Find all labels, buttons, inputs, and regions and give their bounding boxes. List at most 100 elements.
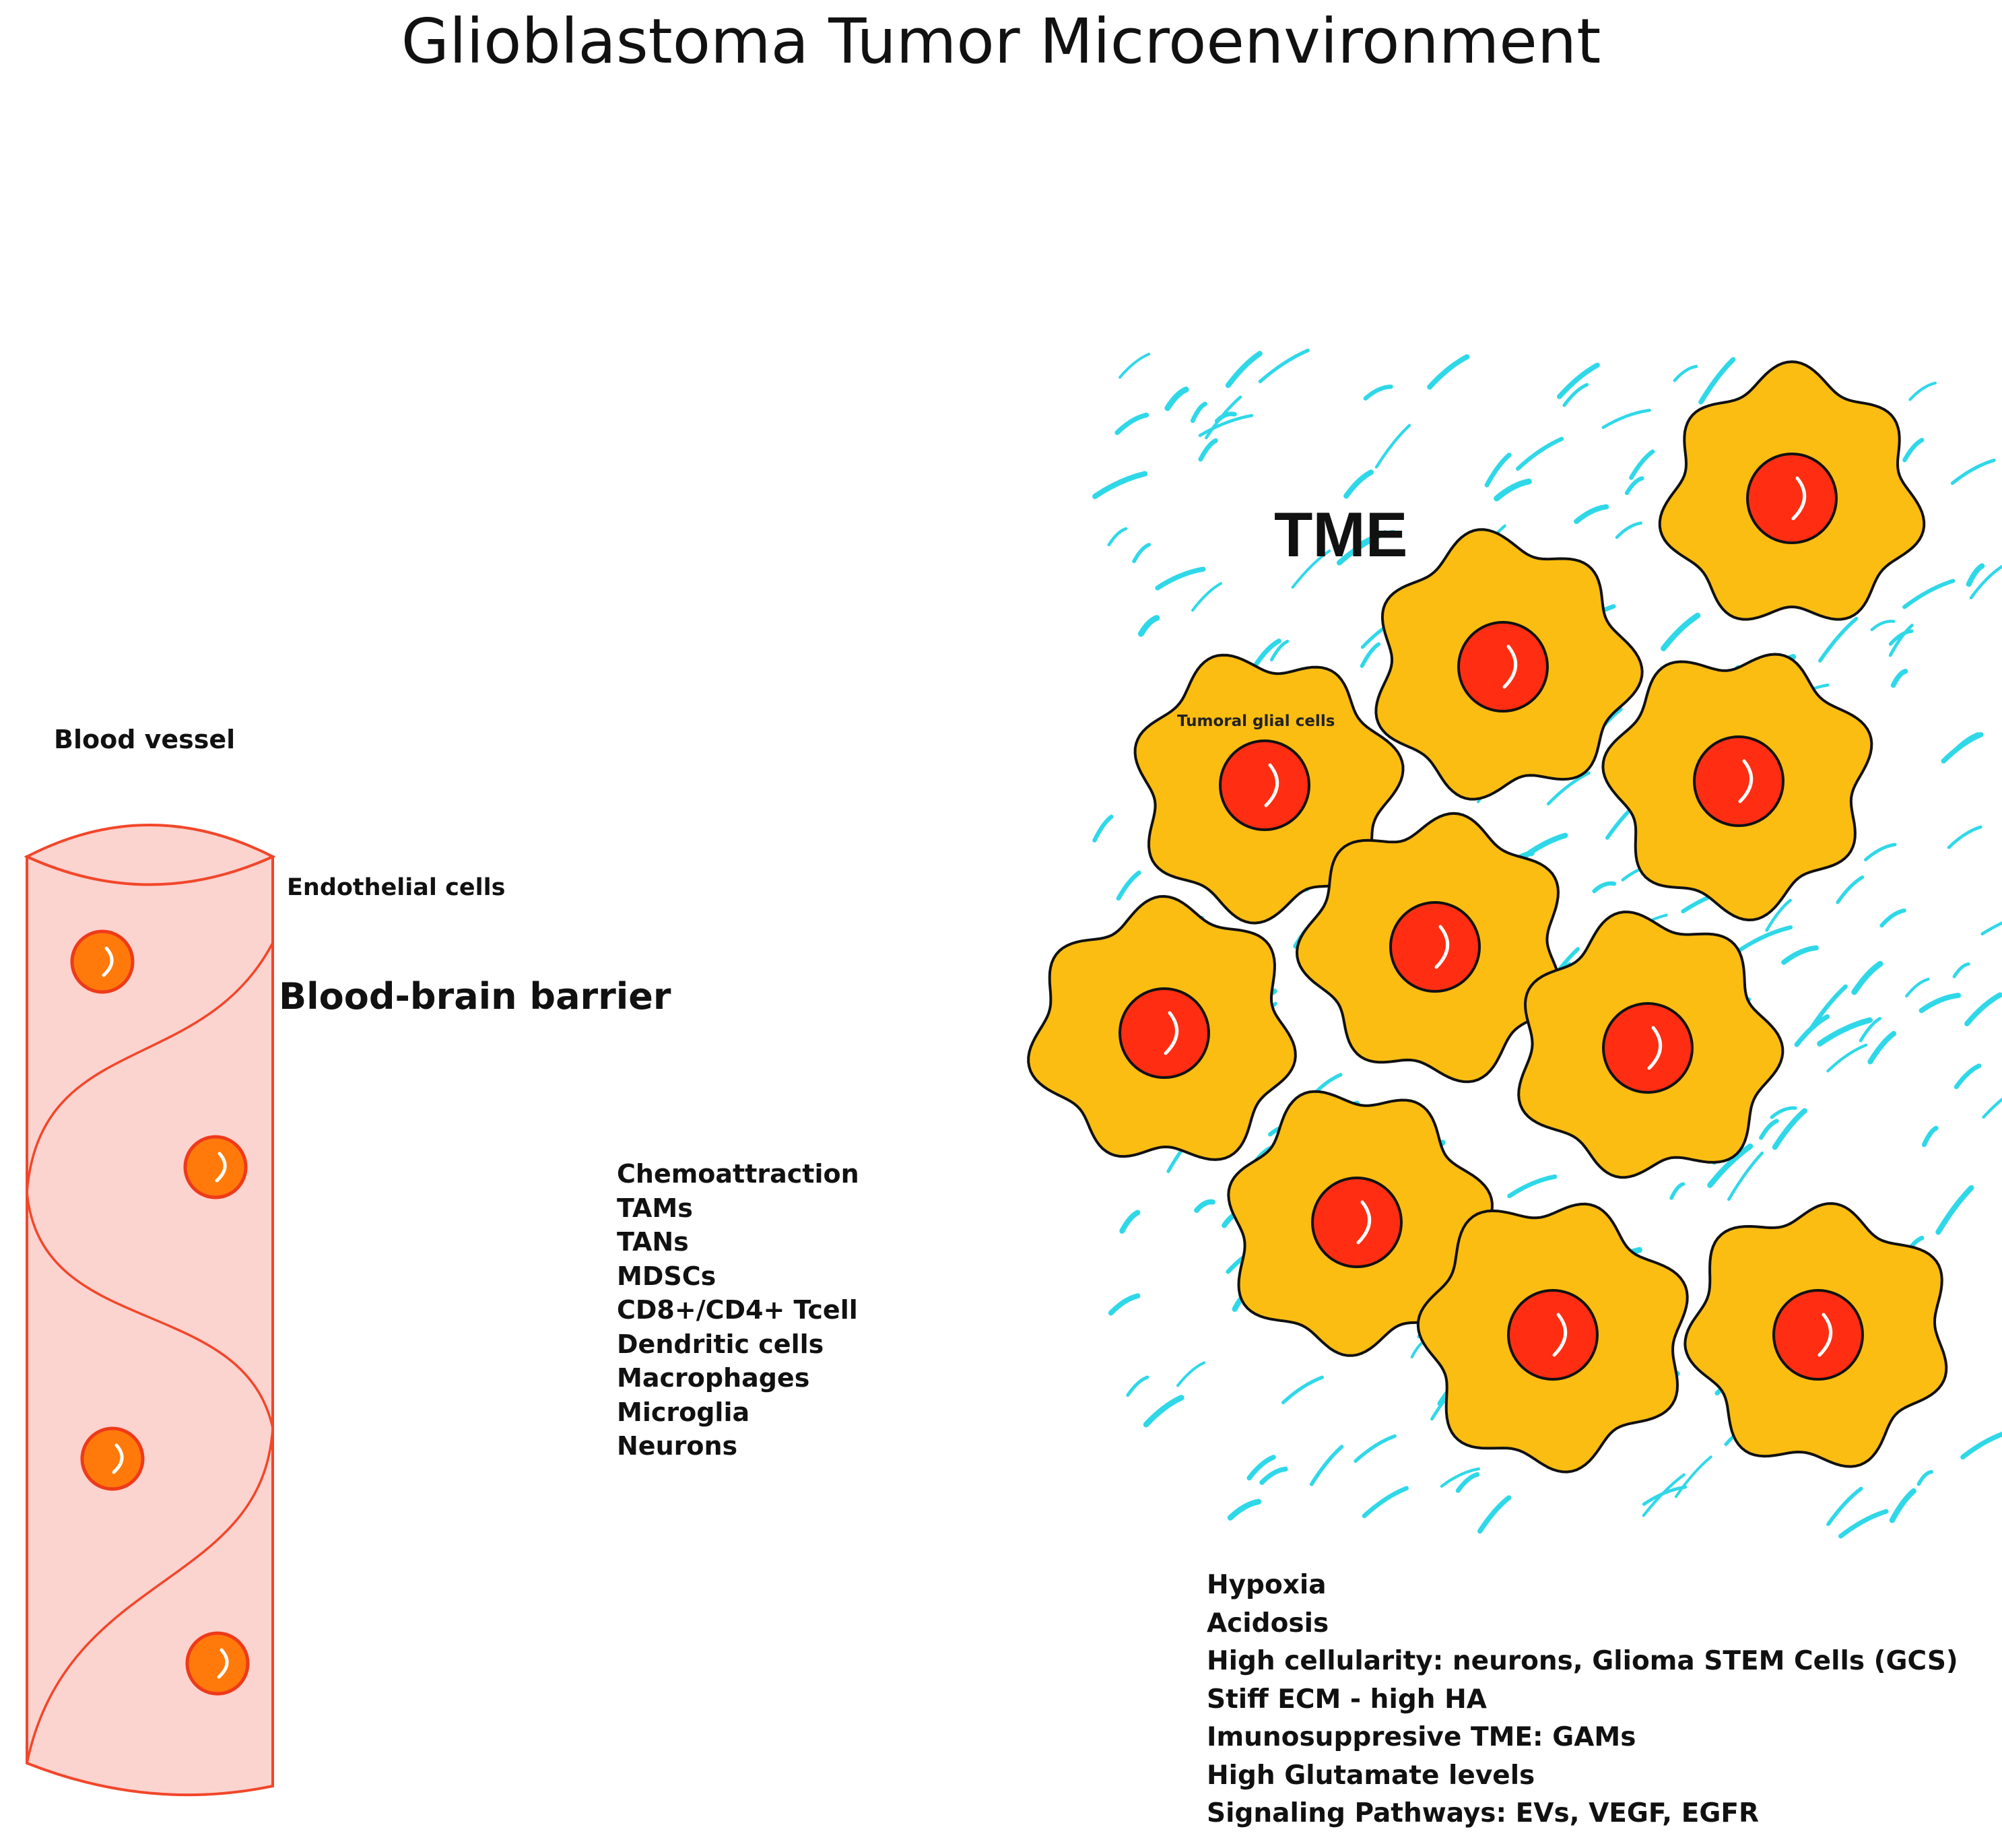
nucleus-highlight — [1434, 925, 1450, 969]
nucleus-highlight — [1817, 1313, 1833, 1357]
glial-cell-nucleus — [1457, 621, 1549, 713]
tme-property-item: Imunosuppresive TME: GAMs — [1207, 1722, 1636, 1752]
tme-property-item: High cellularity: neurons, Glioma STEM C… — [1207, 1646, 1958, 1676]
ecm-fiber — [1770, 1106, 1797, 1119]
glial-cell-nucleus — [1219, 739, 1310, 831]
ecm-fiber — [1592, 881, 1617, 894]
ecm-fiber — [1624, 476, 1644, 496]
ecm-fiber — [1132, 543, 1151, 564]
endothelial-cell — [70, 929, 135, 994]
glial-cell-nucleus — [1119, 987, 1210, 1079]
ecm-fiber — [1781, 945, 1819, 965]
ecm-fiber — [1615, 521, 1642, 539]
nucleus-highlight — [1356, 1200, 1372, 1245]
ecm-fiber — [1836, 875, 1865, 904]
ecm-fiber — [1246, 1455, 1276, 1481]
ecm-fiber — [1902, 579, 1956, 609]
cell-type-item: CD8+/CD4+ Tcell — [617, 1295, 858, 1325]
tme-property-item: Hypoxia — [1207, 1570, 1327, 1600]
ecm-fiber — [1916, 1470, 1933, 1486]
ecm-fiber — [1673, 364, 1698, 383]
ecm-fiber — [1119, 352, 1151, 379]
blood-vessel-opening — [24, 824, 276, 886]
ecm-fiber — [1440, 1467, 1480, 1488]
ecm-fiber — [1362, 1486, 1409, 1519]
ecm-fiber — [1116, 870, 1141, 901]
tme-property-item: Acidosis — [1207, 1608, 1329, 1639]
ecm-fiber — [1227, 1498, 1262, 1521]
ecm-fiber — [1143, 1395, 1184, 1428]
ecm-fiber — [1952, 962, 1970, 979]
glial-cell-nucleus — [1746, 453, 1838, 544]
ecm-fiber — [1270, 639, 1290, 661]
endothelial-cell — [183, 1135, 248, 1199]
ecm-fiber — [1107, 527, 1128, 547]
glial-cell-nucleus — [1693, 735, 1784, 827]
ecm-fiber — [1114, 412, 1149, 435]
ecm-fiber — [1343, 469, 1374, 499]
ecm-fiber — [1176, 1361, 1206, 1387]
cell-type-item: TAMs — [617, 1193, 693, 1223]
ecm-fiber — [1888, 624, 1914, 657]
ecm-fiber — [1707, 1143, 1754, 1188]
ecm-fiber — [1890, 668, 1908, 688]
ecm-fiber — [1954, 1063, 1982, 1090]
endothelial-cell — [185, 1631, 250, 1696]
ecm-fiber — [1477, 1495, 1512, 1534]
ecm-fiber — [1108, 1293, 1141, 1316]
ecm-fiber — [1908, 381, 1937, 401]
cell-type-item: TANs — [617, 1227, 689, 1257]
ecm-fiber — [1519, 832, 1568, 862]
ecm-fiber — [1888, 629, 1914, 646]
ecm-fiber — [1867, 1030, 1897, 1065]
tumoral-glial-cells-label: Tumoral glial cells — [1177, 713, 1335, 730]
ecm-fiber — [1354, 1434, 1397, 1463]
ecm-fiber — [1870, 620, 1896, 632]
ecm-fiber — [1194, 1199, 1215, 1213]
ecm-fiber — [1356, 529, 1396, 548]
ecm-fiber — [1818, 616, 1859, 663]
ecm-fiber — [1191, 582, 1222, 612]
ecm-fiber — [1905, 977, 1930, 998]
endothelial-cell-highlight — [215, 1152, 227, 1183]
ecm-fiber — [1137, 615, 1160, 637]
ecm-fiber — [1629, 449, 1655, 480]
endothelial-boundary-1 — [26, 942, 274, 1428]
ecm-fiber — [1155, 566, 1206, 591]
ecm-fiber — [1126, 1375, 1149, 1397]
ecm-fiber — [1674, 1455, 1712, 1498]
ecm-fiber — [1826, 1043, 1868, 1073]
ecm-fiber — [1253, 638, 1281, 667]
ecm-fiber — [1982, 1097, 2002, 1119]
blood-brain-barrier-label: Blood-brain barrier — [279, 975, 671, 1018]
ecm-fiber — [1941, 732, 1984, 764]
nucleus-highlight — [1791, 476, 1807, 521]
ecm-fiber — [1966, 563, 1985, 587]
nucleus-highlight — [1502, 645, 1518, 689]
ecm-fiber — [1574, 504, 1609, 525]
ecm-fiber — [1902, 438, 1925, 463]
cell-type-item: Dendritic cells — [617, 1329, 824, 1359]
ecm-fiber — [1772, 1108, 1807, 1150]
ecm-fiber — [1759, 1119, 1779, 1140]
ecm-fiber — [1494, 478, 1532, 502]
cell-type-item: Chemoattraction — [617, 1159, 859, 1189]
ecm-fiber — [1119, 1210, 1141, 1234]
tme-label: TME — [1274, 499, 1408, 570]
ecm-fiber — [1879, 909, 1906, 928]
ecm-fiber — [1225, 351, 1263, 389]
ecm-fiber — [1309, 1445, 1344, 1486]
ecm-fiber — [1921, 1125, 1939, 1148]
ecm-fiber — [1661, 612, 1701, 652]
ecm-fiber — [1557, 362, 1600, 399]
nucleus-highlight — [1647, 1026, 1663, 1070]
endothelial-cell-highlight — [102, 946, 114, 977]
ecm-fiber — [1507, 1174, 1558, 1199]
cell-type-item: Microglia — [617, 1397, 750, 1427]
ecm-fiber — [1950, 458, 1996, 486]
ecm-fiber — [1765, 898, 1792, 932]
ecm-fiber — [1889, 1488, 1916, 1523]
endothelial-cell-highlight — [217, 1648, 229, 1679]
blood-vessel-tube — [26, 855, 274, 1797]
